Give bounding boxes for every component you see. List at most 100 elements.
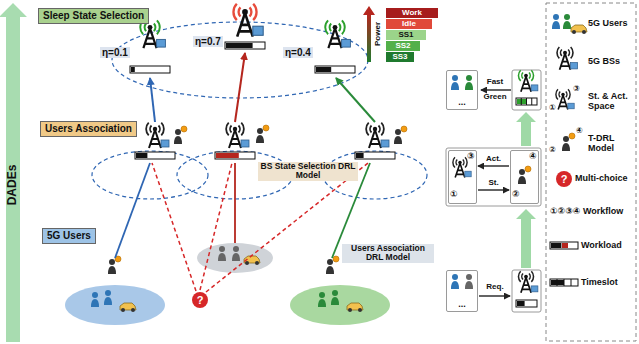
link-line xyxy=(235,53,245,122)
user-icon xyxy=(219,246,225,252)
user-icon xyxy=(104,297,112,305)
legend-entry: Timeslot xyxy=(581,278,635,288)
axis-title: DADEs xyxy=(6,165,19,206)
base-station-icon xyxy=(465,157,467,167)
user-icon xyxy=(318,299,326,307)
user-icon xyxy=(175,129,181,135)
car-icon xyxy=(245,261,249,265)
base-station-icon xyxy=(570,63,577,69)
link-line xyxy=(150,78,155,122)
user-icon xyxy=(452,274,458,280)
workload-bar xyxy=(130,66,170,73)
layer-heading: Sleep State Selection xyxy=(38,8,149,24)
workload-bar xyxy=(516,300,537,307)
base-station-icon xyxy=(531,85,538,91)
legend-text: Workload xyxy=(581,240,622,250)
base-station-icon xyxy=(522,73,523,79)
timeslot-bar xyxy=(571,279,572,286)
multi-choice-mark: ? xyxy=(556,171,572,187)
base-station-icon xyxy=(524,74,528,78)
workload-bar xyxy=(550,242,578,249)
user-icon xyxy=(451,274,459,289)
base-station-icon xyxy=(373,127,377,131)
base-station-icon xyxy=(456,160,457,166)
workload-bar xyxy=(215,152,255,159)
base-station-icon xyxy=(233,4,263,37)
layer-heading: 5G Users xyxy=(42,228,96,244)
user-icon xyxy=(553,14,559,20)
user-icon xyxy=(519,169,525,175)
base-station-icon xyxy=(568,89,570,99)
power-state-box: Idle xyxy=(386,19,432,29)
timeslot-bar xyxy=(557,279,558,286)
workload-bar xyxy=(226,43,253,48)
user-icon xyxy=(232,246,240,261)
user-icon xyxy=(92,292,98,298)
car-icon xyxy=(571,25,587,34)
base-station-icon xyxy=(157,20,160,34)
base-station-icon xyxy=(161,140,169,147)
coverage-area xyxy=(65,285,165,325)
state-name: SS3 xyxy=(392,52,407,62)
base-station-icon xyxy=(146,123,149,136)
user-icon xyxy=(174,129,182,144)
workload-bar xyxy=(131,67,135,72)
user-icon xyxy=(563,21,571,29)
legend-entry: Workload xyxy=(581,241,635,251)
user-icon xyxy=(91,299,99,307)
user-icon xyxy=(332,290,338,296)
base-station-icon xyxy=(568,103,574,109)
car-icon xyxy=(120,303,136,312)
user-icon xyxy=(562,136,570,151)
agent-bulb xyxy=(263,125,269,131)
base-station-icon xyxy=(463,160,464,166)
user-icon xyxy=(465,75,473,90)
step-number: ① xyxy=(549,104,556,113)
base-station-icon xyxy=(325,20,350,48)
plane-outline xyxy=(28,117,445,205)
timeslot-bar xyxy=(526,98,527,105)
user-icon xyxy=(563,136,569,142)
car-icon xyxy=(121,308,125,312)
legend-entry: St. & Act. Space xyxy=(588,92,635,112)
step-number: ① xyxy=(450,189,458,200)
user-icon xyxy=(108,259,116,274)
workload-bar xyxy=(562,243,568,248)
timeslot-bar xyxy=(516,98,537,105)
link-line xyxy=(206,163,368,292)
base-station-icon xyxy=(529,274,530,280)
car-icon xyxy=(348,308,352,312)
user-icon xyxy=(174,136,182,144)
timeslot-bar xyxy=(551,280,564,285)
base-station-icon xyxy=(239,7,241,16)
timeslot-bar xyxy=(564,279,565,286)
base-station-icon xyxy=(465,171,471,177)
base-station-icon xyxy=(563,51,567,55)
workload-bar xyxy=(136,153,147,158)
power-state-box: SS2 xyxy=(386,41,420,51)
base-station-icon xyxy=(559,92,560,98)
user-icon xyxy=(563,14,571,29)
link-line xyxy=(336,78,375,122)
link-line xyxy=(479,295,510,296)
workload-bar xyxy=(225,42,265,49)
user-icon xyxy=(326,266,334,274)
base-station-icon xyxy=(518,271,537,293)
flow-arrow xyxy=(0,3,27,342)
base-station-icon xyxy=(161,123,164,136)
user-icon xyxy=(452,75,458,81)
base-station-icon xyxy=(524,275,528,279)
user-icon xyxy=(109,259,115,265)
axis-title: Power xyxy=(374,22,383,46)
state-name: Idle xyxy=(402,19,416,29)
flow-box xyxy=(512,270,541,312)
timeslot-bar xyxy=(550,279,578,286)
workload-bar xyxy=(550,242,578,249)
user-icon xyxy=(466,75,472,81)
base-station-icon xyxy=(333,25,338,30)
step-number: ② xyxy=(512,189,520,200)
link-line xyxy=(152,163,196,291)
user-icon xyxy=(465,274,473,289)
power-state-box: SS1 xyxy=(386,30,426,40)
base-station-icon xyxy=(150,126,151,133)
